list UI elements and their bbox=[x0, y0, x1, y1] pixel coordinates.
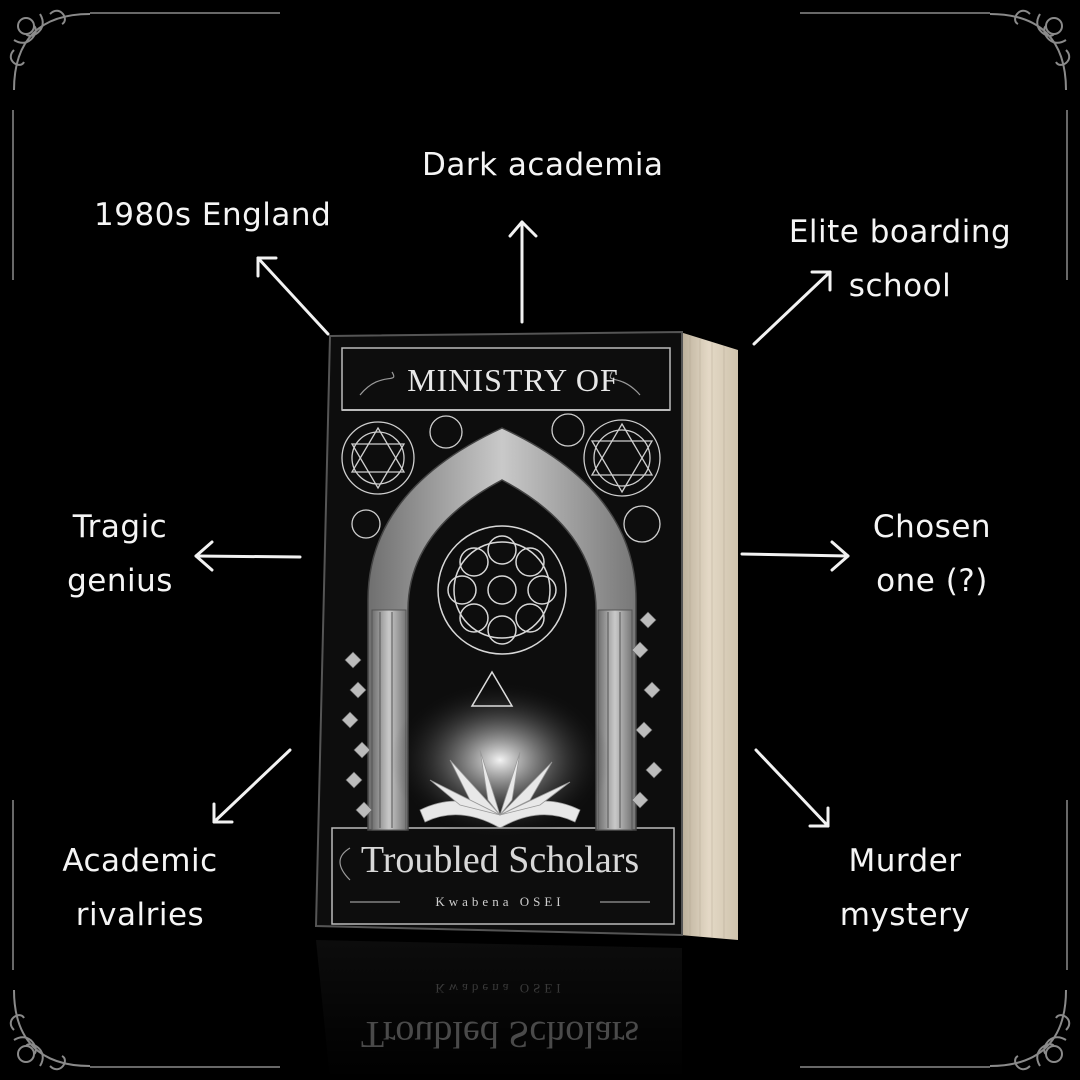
book-author: Kwabena OSEI bbox=[435, 894, 565, 909]
trope-murder-mystery: Murder mystery bbox=[839, 843, 971, 933]
gothic-arch bbox=[367, 427, 637, 831]
trope-tragic-genius: Tragic genius bbox=[67, 509, 173, 599]
corner-ornament-top-right-icon bbox=[989, 9, 1071, 91]
open-book-icon bbox=[419, 749, 581, 829]
arrow-up-left-icon bbox=[256, 256, 330, 336]
corner-ornament-top-left-icon bbox=[9, 9, 91, 91]
arrow-down-right-icon bbox=[754, 748, 830, 828]
corner-ornament-bottom-right-icon bbox=[989, 989, 1071, 1071]
arrow-right-icon bbox=[740, 540, 850, 572]
corner-ornament-bottom-left-icon bbox=[9, 989, 91, 1071]
rose-window-icon bbox=[437, 525, 567, 655]
sacred-geometry-icon bbox=[341, 413, 661, 543]
small-triangle-icon bbox=[470, 670, 514, 707]
trope-dark-academia: Dark academia bbox=[422, 147, 664, 183]
book-title-main: Troubled Scholars bbox=[360, 839, 640, 881]
arrow-left-icon bbox=[194, 540, 302, 572]
trope-1980s-england: 1980s England bbox=[94, 197, 332, 233]
arrow-down-left-icon bbox=[212, 748, 292, 824]
arrow-up-right-icon bbox=[752, 270, 832, 346]
trope-chosen-one: Chosen one (?) bbox=[872, 509, 992, 599]
trope-academic-rivalries: Academic rivalries bbox=[62, 843, 218, 933]
trope-elite-boarding-school: Elite boarding school bbox=[788, 214, 1012, 304]
ivy-leaves-icon bbox=[341, 611, 663, 819]
arrow-up-icon bbox=[508, 220, 538, 324]
book-page-edges bbox=[680, 332, 738, 940]
book-title-top: MINISTRY OF bbox=[407, 362, 619, 398]
